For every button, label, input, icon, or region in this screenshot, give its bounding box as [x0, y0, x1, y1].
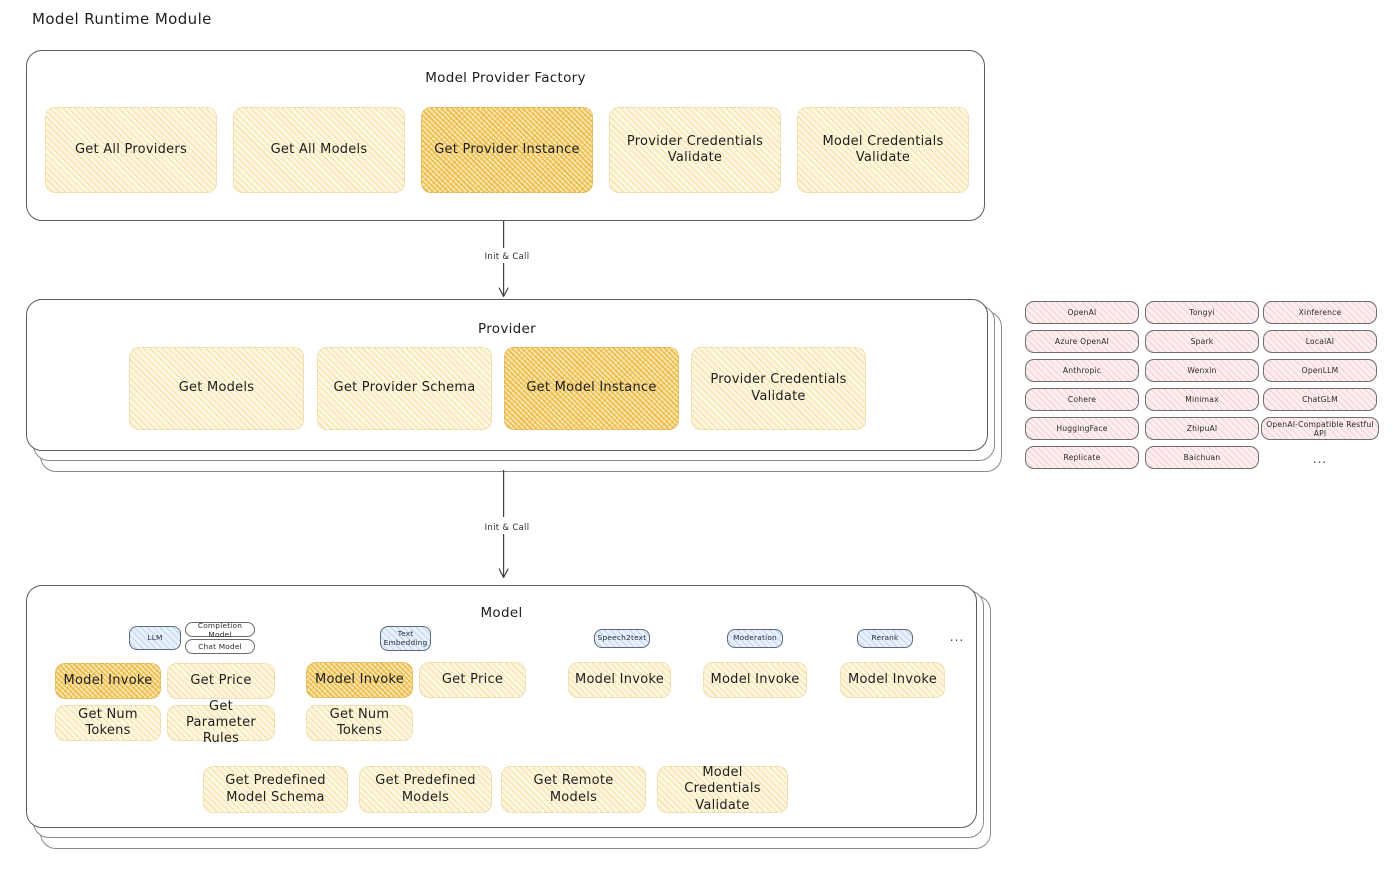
- provider-chip-openllm[interactable]: OpenLLM: [1263, 359, 1377, 382]
- factory-item-provider-credentials-validate[interactable]: Provider Credentials Validate: [609, 107, 781, 193]
- factory-item-get-all-providers[interactable]: Get All Providers: [45, 107, 217, 193]
- llm-method-model-invoke[interactable]: Model Invoke: [55, 663, 161, 699]
- model-common-model-credentials-validate[interactable]: Model Credentials Validate: [657, 765, 788, 813]
- llm-method-get-parameter-rules[interactable]: Get Parameter Rules: [167, 699, 275, 746]
- model-type-badge-text-embedding[interactable]: Text Embedding: [380, 626, 431, 651]
- model-common-get-predefined-model-schema[interactable]: Get Predefined Model Schema: [203, 766, 348, 813]
- provider-chip-chatglm[interactable]: ChatGLM: [1263, 388, 1377, 411]
- provider-chip-baichuan[interactable]: Baichuan: [1145, 446, 1259, 469]
- provider-chip-localai[interactable]: LocalAI: [1263, 330, 1377, 353]
- model-provider-factory-title: Model Provider Factory: [425, 70, 586, 86]
- speech2text-method-model-invoke[interactable]: Model Invoke: [568, 662, 671, 698]
- rerank-method-model-invoke[interactable]: Model Invoke: [840, 662, 945, 698]
- model-title: Model: [480, 605, 523, 621]
- model-type-badge-speech2text[interactable]: Speech2text: [594, 629, 650, 648]
- provider-item-get-model-instance[interactable]: Get Model Instance: [504, 347, 679, 430]
- model-subtype-badge-chat-model[interactable]: Chat Model: [185, 639, 255, 654]
- model-type-badge-moderation[interactable]: Moderation: [727, 629, 783, 648]
- provider-chip-xinference[interactable]: Xinference: [1263, 301, 1377, 324]
- factory-item-model-credentials-validate[interactable]: Model Credentials Validate: [797, 107, 969, 193]
- llm-method-get-num-tokens[interactable]: Get Num Tokens: [55, 705, 161, 741]
- provider-chip-openai[interactable]: OpenAI: [1025, 301, 1139, 324]
- model-type-badge-rerank[interactable]: Rerank: [857, 629, 913, 648]
- provider-chip-openai-compatible-restful-api[interactable]: OpenAI-Compatible Restful API: [1261, 417, 1379, 440]
- text-embedding-method-get-num-tokens[interactable]: Get Num Tokens: [306, 705, 413, 741]
- provider-chip-cohere[interactable]: Cohere: [1025, 388, 1139, 411]
- provider-item-provider-credentials-validate[interactable]: Provider Credentials Validate: [691, 347, 866, 430]
- provider-chip-zhipuai[interactable]: ZhipuAI: [1145, 417, 1259, 440]
- provider-chip-tongyi[interactable]: Tongyi: [1145, 301, 1259, 324]
- provider-chip-wenxin[interactable]: Wenxin: [1145, 359, 1259, 382]
- llm-method-get-price[interactable]: Get Price: [167, 663, 275, 699]
- provider-item-get-provider-schema[interactable]: Get Provider Schema: [317, 347, 492, 430]
- provider-chip-minimax[interactable]: Minimax: [1145, 388, 1259, 411]
- factory-item-get-provider-instance[interactable]: Get Provider Instance: [421, 107, 593, 193]
- page-title: Model Runtime Module: [32, 10, 212, 28]
- provider-chip-huggingface[interactable]: HuggingFace: [1025, 417, 1139, 440]
- arrow-label-init-call-2: Init & Call: [468, 523, 546, 533]
- model-common-get-predefined-models[interactable]: Get Predefined Models: [359, 766, 492, 813]
- model-types-more: ...: [949, 630, 965, 644]
- provider-chip-anthropic[interactable]: Anthropic: [1025, 359, 1139, 382]
- model-type-badge-llm[interactable]: LLM: [129, 626, 181, 650]
- arrow-provider-to-model: [498, 470, 509, 579]
- provider-chip-spark[interactable]: Spark: [1145, 330, 1259, 353]
- arrow-factory-to-provider: [498, 221, 509, 298]
- provider-list-more: ...: [1312, 452, 1328, 466]
- moderation-method-model-invoke[interactable]: Model Invoke: [703, 662, 807, 698]
- text-embedding-method-model-invoke[interactable]: Model Invoke: [306, 662, 413, 698]
- provider-chip-azure-openai[interactable]: Azure OpenAI: [1025, 330, 1139, 353]
- provider-chip-replicate[interactable]: Replicate: [1025, 446, 1139, 469]
- model-common-get-remote-models[interactable]: Get Remote Models: [501, 766, 646, 813]
- arrow-label-init-call-1: Init & Call: [468, 252, 546, 262]
- provider-title: Provider: [478, 321, 536, 337]
- model-subtype-badge-completion-model[interactable]: Completion Model: [185, 621, 255, 639]
- provider-item-get-models[interactable]: Get Models: [129, 347, 304, 430]
- text-embedding-method-get-price[interactable]: Get Price: [419, 662, 526, 698]
- factory-item-get-all-models[interactable]: Get All Models: [233, 107, 405, 193]
